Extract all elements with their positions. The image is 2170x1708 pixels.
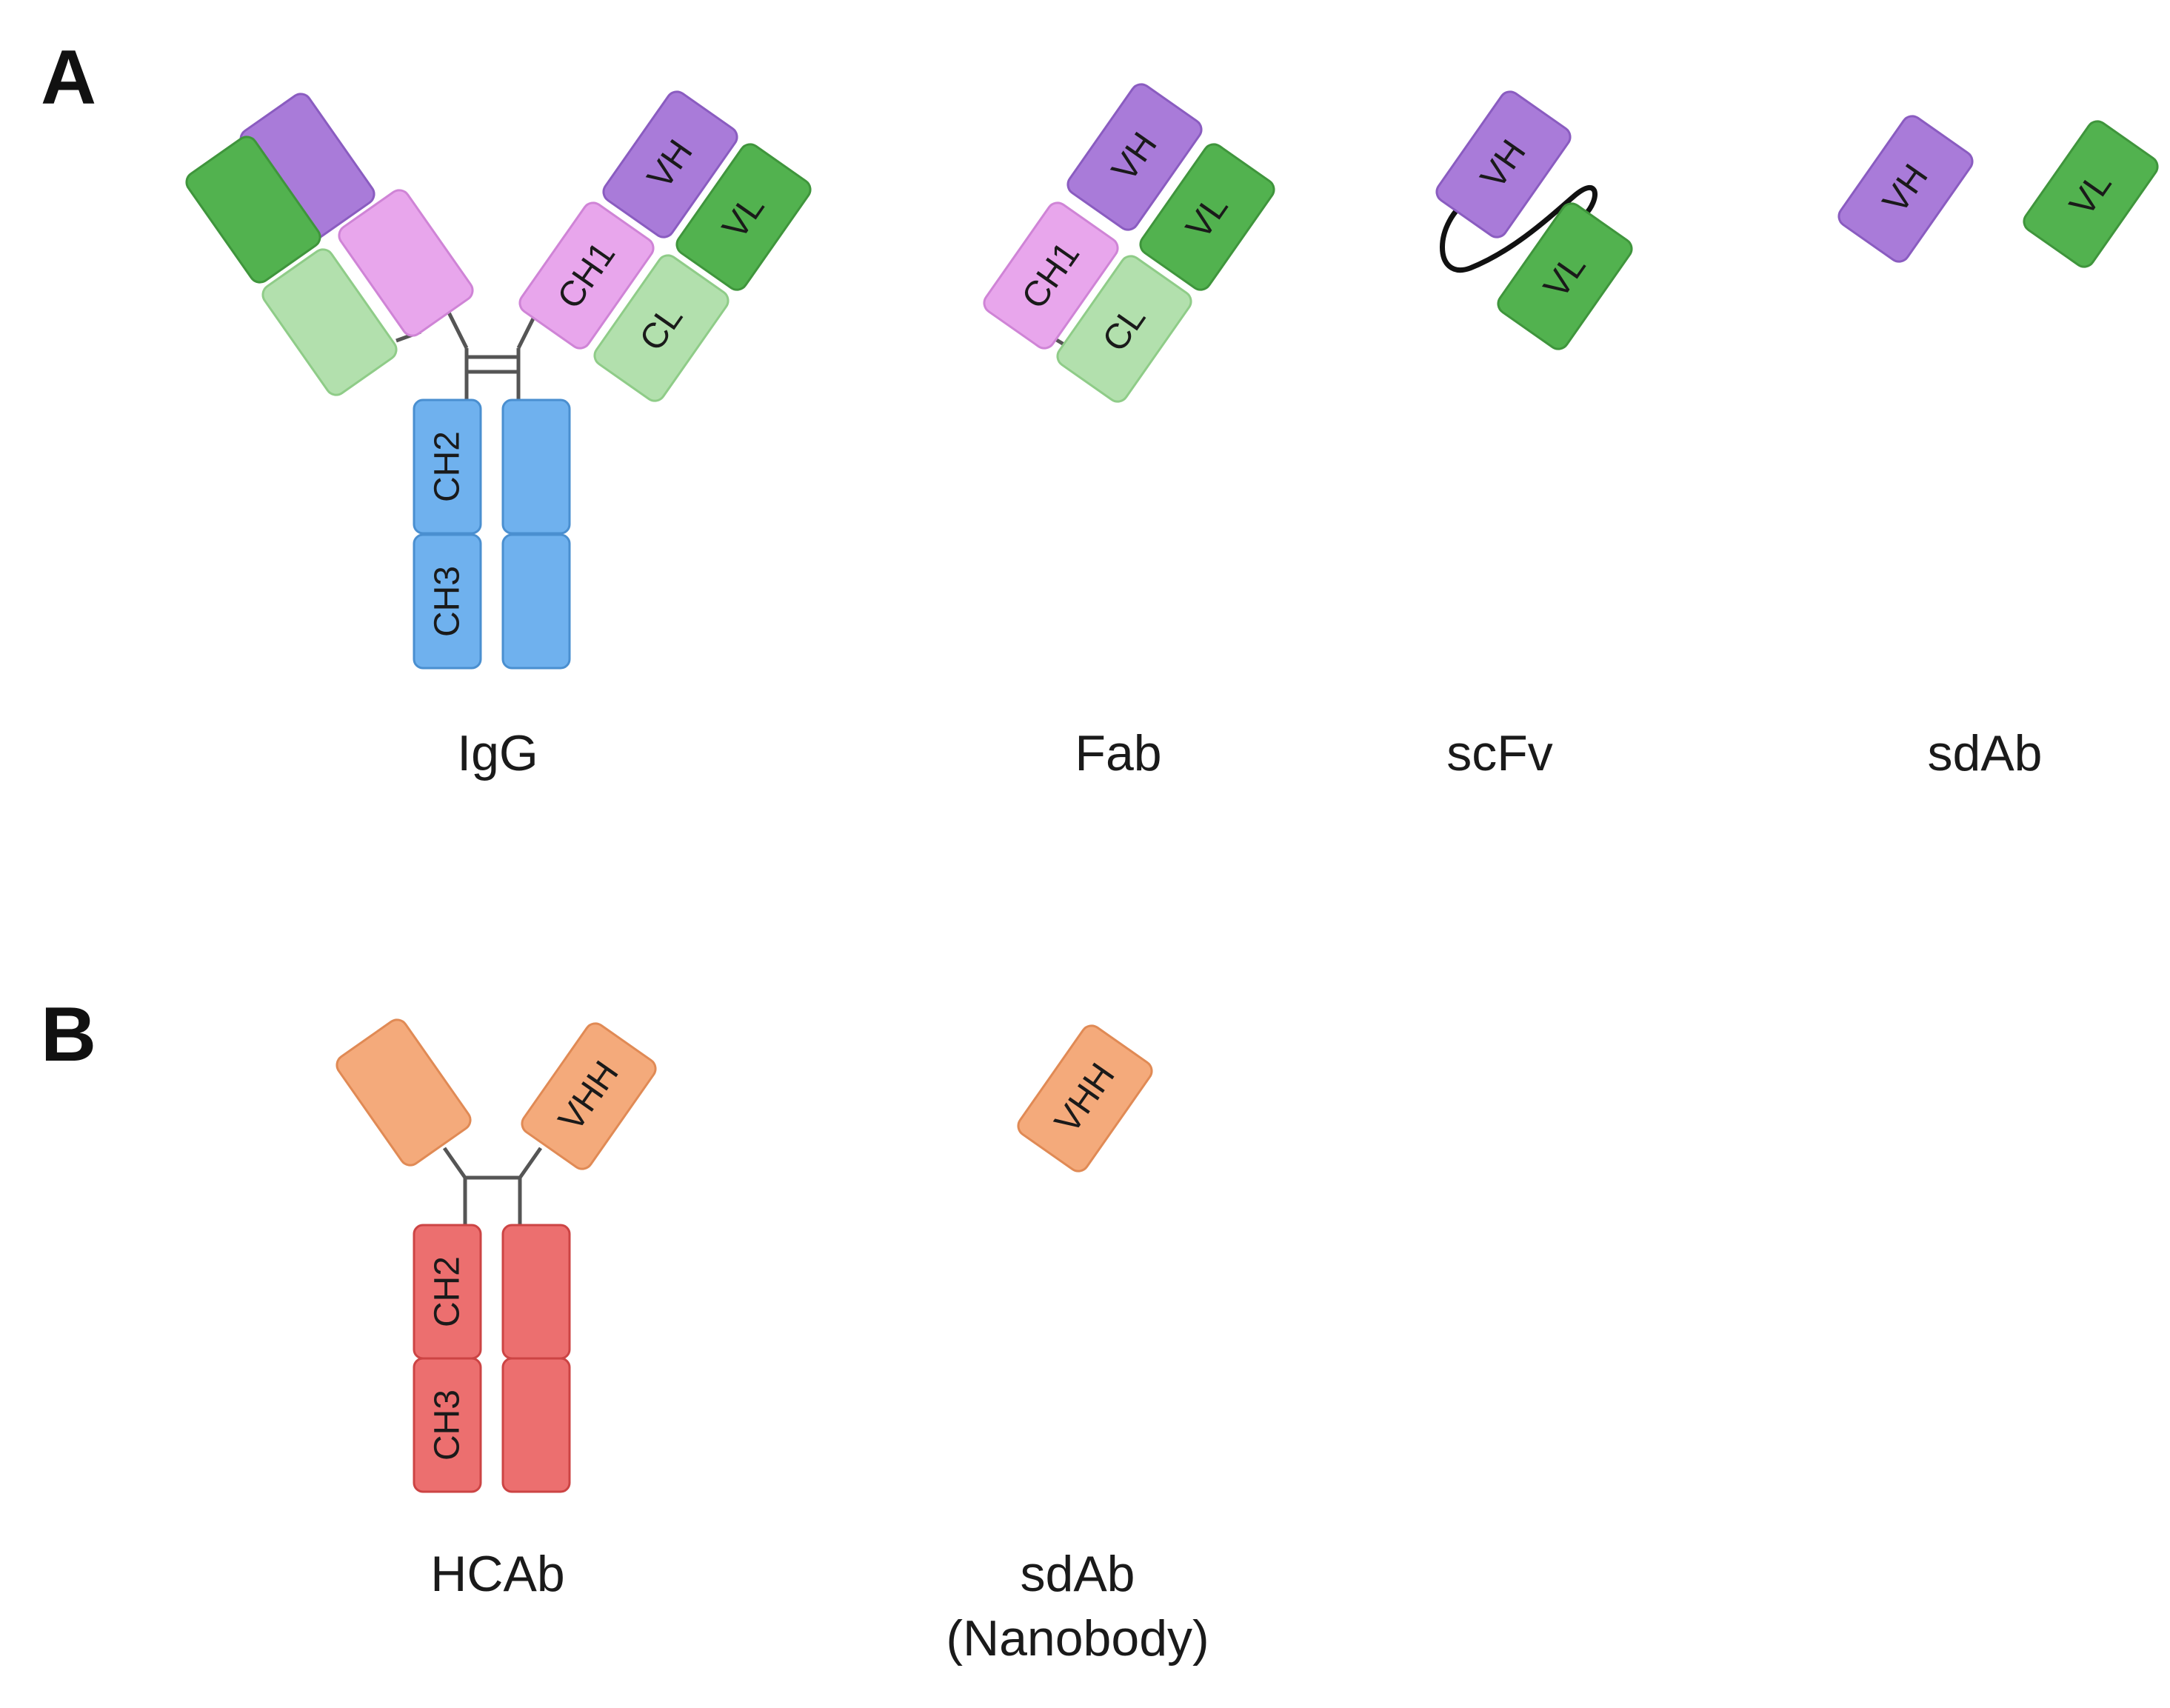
igg-ch3-label: CH3 [428, 566, 467, 637]
caption-sdab-b-line2: (Nanobody) [946, 1610, 1209, 1667]
igg-right-vl: VL [675, 143, 812, 291]
scfv-vh: VH [1435, 90, 1572, 238]
panel-label-b: B [41, 992, 96, 1078]
igg-left-ch1 [338, 189, 474, 337]
hcab-ch3-left: CH3 [413, 1357, 482, 1493]
caption-fab: Fab [1075, 725, 1161, 781]
nanobody-diagram: VHH [1017, 1024, 1153, 1172]
caption-sdab-a: sdAb [1928, 725, 2043, 781]
igg-diagram: VH CH1 VL CL CH2 CH3 [185, 90, 812, 670]
igg-ch2-left: CH2 [413, 398, 482, 535]
igg-ch3-left: CH3 [413, 533, 482, 670]
hcab-diagram: VHH CH2 CH3 [335, 1018, 657, 1493]
hcab-left-vhh [335, 1018, 472, 1167]
hcab-ch3-label: CH3 [428, 1390, 467, 1461]
fab-diagram: VH CH1 VL CL [983, 83, 1275, 403]
scfv-diagram: VH VL [1435, 90, 1633, 350]
fab-cl: CL [1056, 255, 1192, 403]
scfv-linker [1440, 184, 1598, 273]
fab-vl: VL [1139, 143, 1275, 291]
igg-left-cl [261, 248, 398, 396]
igg-left-vl [185, 136, 321, 284]
hcab-right-vhh: VHH [521, 1022, 657, 1170]
hcab-hinge [442, 1147, 543, 1226]
sdab-a-vl: VL [2023, 120, 2159, 268]
nanobody-vhh: VHH [1017, 1024, 1153, 1172]
caption-hcab: HCAb [430, 1546, 564, 1602]
fab-ch1: CH1 [983, 201, 1119, 350]
hcab-ch2-label: CH2 [428, 1256, 467, 1327]
igg-right-cl: CL [593, 254, 730, 402]
sdab-a-vh: VH [1837, 115, 1974, 263]
igg-right-vh: VH [602, 90, 738, 238]
scfv-vl: VL [1497, 202, 1633, 350]
caption-igg: IgG [457, 725, 538, 781]
igg-right-ch1: CH1 [518, 201, 655, 350]
igg-ch3-right [501, 533, 571, 670]
sdab-a-diagram: VH VL [1837, 115, 2159, 268]
hcab-ch2-right [501, 1224, 571, 1360]
panel-label-a: A [41, 35, 96, 121]
caption-sdab-b-line1: sdAb [1021, 1546, 1135, 1602]
caption-scfv: scFv [1446, 725, 1553, 781]
fab-vh: VH [1066, 83, 1203, 231]
igg-ch2-right [501, 398, 571, 535]
hcab-ch2-left: CH2 [413, 1224, 482, 1360]
igg-ch2-label: CH2 [428, 431, 467, 502]
hcab-ch3-right [501, 1357, 571, 1493]
